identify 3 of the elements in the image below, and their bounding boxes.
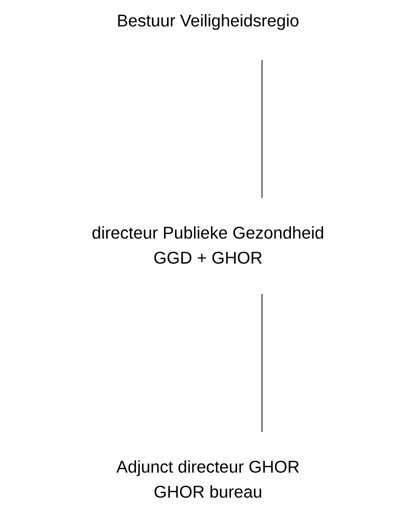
title-text: Adjunct directeur GHOR GHOR bureau bbox=[116, 460, 299, 498]
title-text: Bestuur Veiligheidsregio bbox=[118, 14, 298, 30]
title-text: directeur Publieke Gezondheid GGD + GHOR bbox=[92, 226, 324, 264]
